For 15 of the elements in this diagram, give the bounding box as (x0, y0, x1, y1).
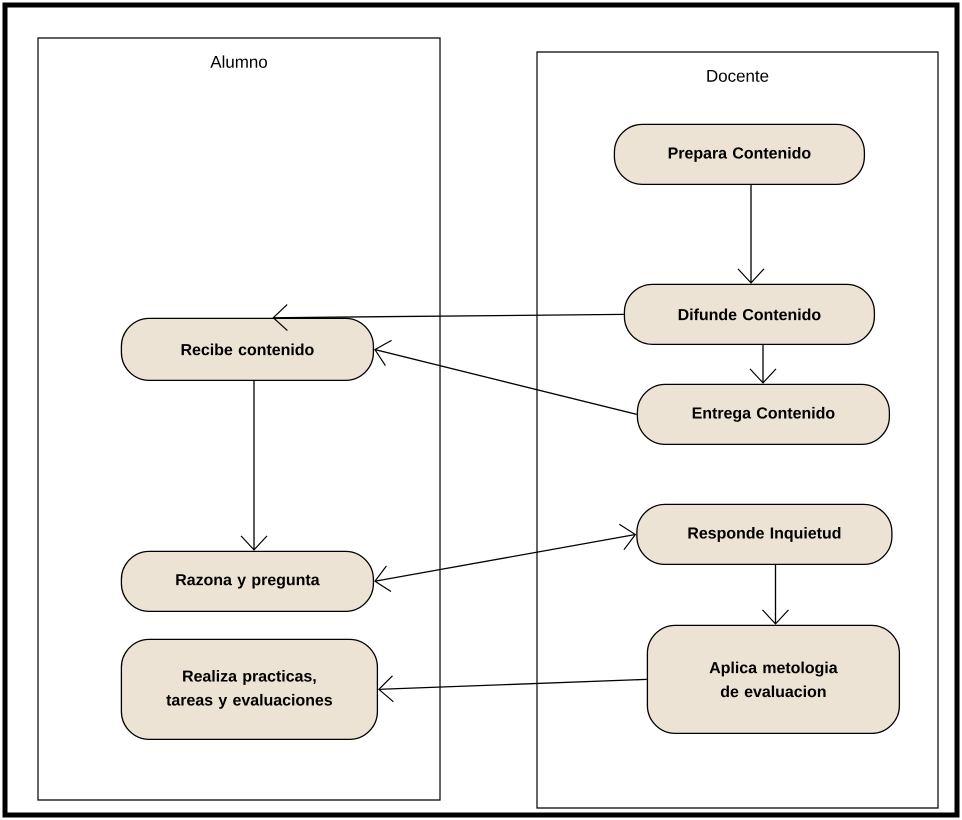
action-box: Difunde Contenido (624, 284, 876, 346)
action-box: Responde Inquietud (636, 504, 893, 566)
arrow (240, 381, 268, 551)
arrow (762, 565, 789, 625)
action-box: Recibe contenido (120, 318, 374, 382)
arrow (374, 340, 637, 416)
arrow (378, 675, 647, 702)
action-box: Entrega Contenido (636, 384, 890, 446)
action-box: Realiza practicas, tareas y evaluaciones (120, 638, 378, 740)
action-box: Razona y pregunta (120, 550, 374, 612)
action-box: Aplica metologia de evaluacion (646, 624, 900, 734)
arrow (272, 304, 624, 332)
arrow (374, 524, 636, 592)
arrow (738, 185, 764, 284)
action-box: Prepara Contenido (614, 124, 866, 186)
